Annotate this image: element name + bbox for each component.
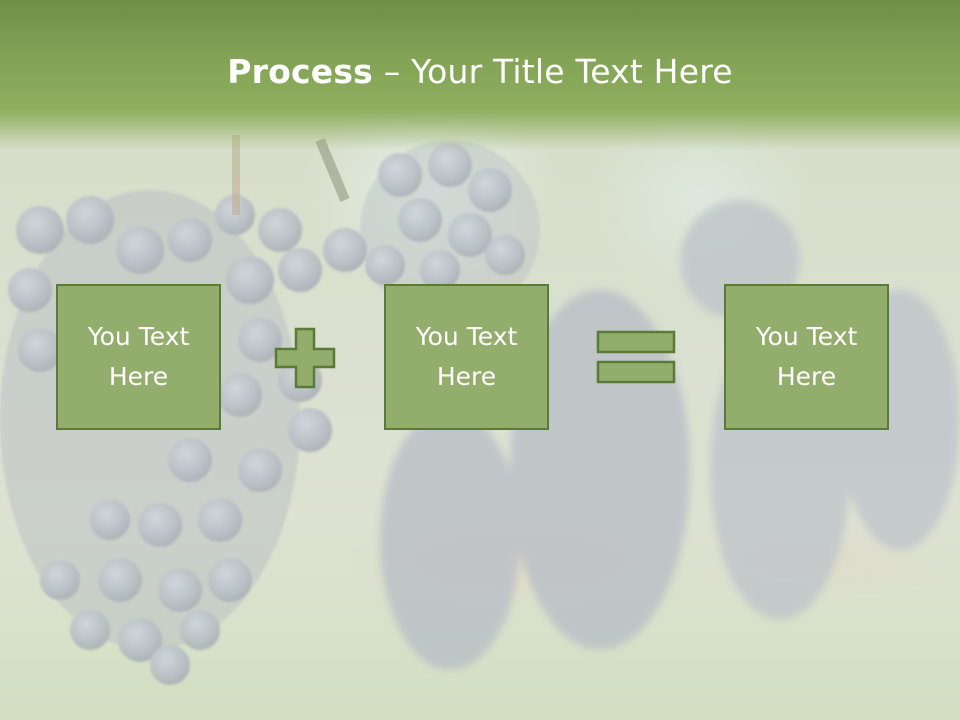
grape-cluster-middle	[360, 140, 540, 320]
process-box-3[interactable]: You Text Here	[724, 284, 889, 430]
process-box-1-label: You Text Here	[87, 322, 190, 391]
title-band	[0, 0, 960, 150]
grape-stems	[232, 135, 350, 215]
process-box-2[interactable]: You Text Here	[384, 284, 549, 430]
process-box-3-label: You Text Here	[755, 322, 858, 391]
process-box-2-label: You Text Here	[415, 322, 518, 391]
plus-icon	[274, 327, 336, 389]
process-box-1[interactable]: You Text Here	[56, 284, 221, 430]
title-rest: – Your Title Text Here	[373, 52, 733, 91]
slide-title: Process – Your Title Text Here	[0, 52, 960, 91]
equals-icon	[596, 330, 676, 384]
title-bold: Process	[227, 52, 374, 91]
